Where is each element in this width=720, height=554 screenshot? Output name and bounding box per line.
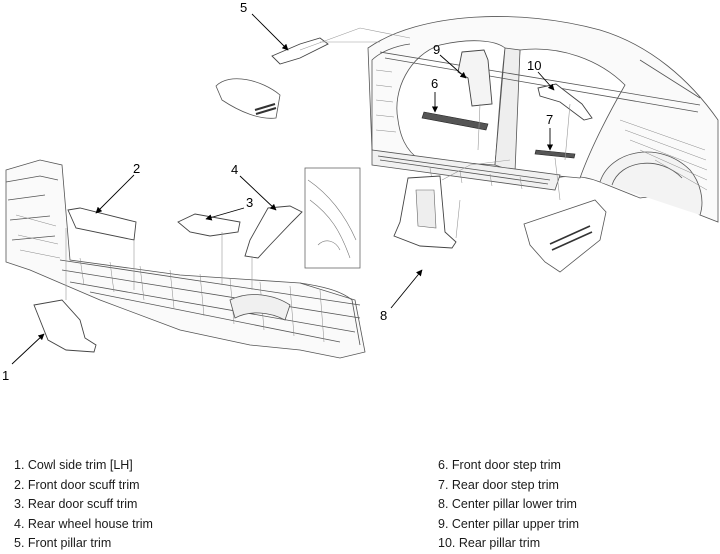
legend-item: 4. Rear wheel house trim: [14, 516, 153, 531]
callout-4: 4: [231, 162, 238, 177]
legend-left-column: 1. Cowl side trim [LH] 2. Front door scu…: [14, 456, 153, 554]
body-side-panel: [367, 16, 719, 223]
callout-arrows: [11, 13, 555, 365]
detail-inset-frame: [304, 167, 361, 269]
dash-vent-icon: [254, 103, 277, 115]
legend-item: 1. Cowl side trim [LH]: [14, 458, 133, 472]
rear-door-handle-icon: [549, 225, 593, 251]
callout-1: 1: [2, 368, 9, 383]
rear-pillar-trim-part: [537, 83, 593, 121]
callout-8: 8: [380, 308, 387, 323]
callout-3: 3: [246, 195, 253, 210]
front-door-step-trim-part: [421, 111, 489, 131]
dashboard-corner-detail: [215, 78, 281, 119]
legend-item: 2. Front door scuff trim: [14, 477, 140, 492]
legend-item: 7. Rear door step trim: [438, 477, 559, 492]
detail-inset-lines: [307, 179, 357, 259]
rear-wheel-house-trim-part: [244, 205, 303, 259]
callout-5: 5: [240, 0, 247, 15]
legend-right-column: 6. Front door step trim 7. Rear door ste…: [438, 456, 579, 554]
floor-underbody: [5, 159, 366, 359]
legend-item: 10. Rear pillar trim: [438, 536, 541, 550]
rear-door-scuff-trim-part: [177, 213, 241, 237]
cowl-side-trim-part: [33, 299, 97, 353]
rear-door-detail: [523, 199, 607, 273]
rear-door-step-trim-part: [534, 149, 576, 159]
legend-item: 6. Front door step trim: [438, 458, 561, 472]
front-door-scuff-trim-part: [67, 207, 137, 241]
legend-item: 8. Center pillar lower trim: [438, 497, 577, 511]
legend-item: 3. Rear door scuff trim: [14, 497, 138, 511]
leader-lines: [65, 27, 571, 300]
front-pillar-trim-part: [271, 37, 329, 65]
center-pillar-lower-detail: [415, 189, 437, 229]
callout-7: 7: [546, 112, 553, 127]
callout-9: 9: [433, 42, 440, 57]
callout-2: 2: [133, 161, 140, 176]
callout-10: 10: [527, 58, 541, 73]
callout-6: 6: [431, 76, 438, 91]
legend-item: 5. Front pillar trim: [14, 536, 112, 550]
legend-item: 9. Center pillar upper trim: [438, 516, 580, 531]
